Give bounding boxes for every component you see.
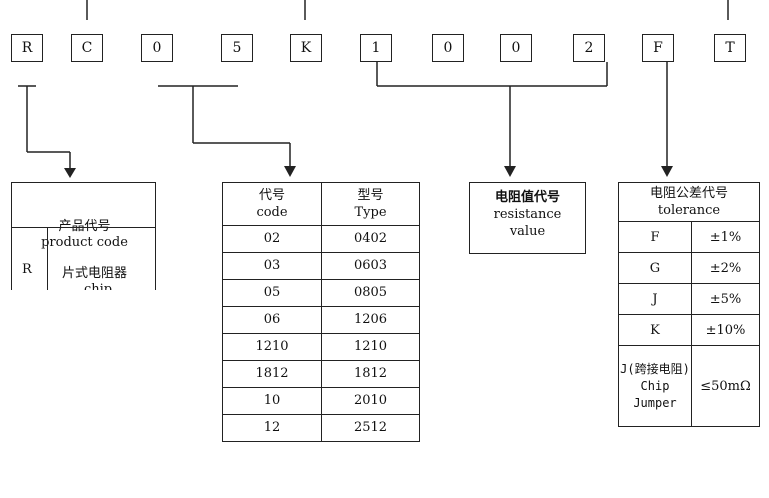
code-box-k: K xyxy=(290,34,322,62)
table-row: K±10% xyxy=(618,314,760,346)
code-box-1: 1 xyxy=(360,34,392,62)
code-box-0: 0 xyxy=(141,34,173,62)
product-code-value: R xyxy=(22,262,32,277)
product-title-en: product code xyxy=(41,235,128,250)
code-box-0c: 0 xyxy=(500,34,532,62)
table-row: F±1% xyxy=(618,221,760,253)
table-row: J(跨接电阻) Chip Jumper ≤50mΩ xyxy=(618,345,760,427)
resistance-line2: value xyxy=(509,224,546,239)
resistance-title-cn: 电阻值代号 xyxy=(494,190,560,205)
product-desc-en: chip xyxy=(84,282,113,290)
code-box-c: C xyxy=(71,34,103,62)
code-box-2: 2 xyxy=(573,34,605,62)
jumper-value: ≤50mΩ xyxy=(691,345,760,427)
table-row: J±5% xyxy=(618,283,760,315)
product-code-table: 产品代号 product code R 片式电阻器 chip xyxy=(11,182,156,290)
code-box-r: R xyxy=(11,34,43,62)
code-box-f: F xyxy=(642,34,674,62)
product-title-cn: 产品代号 xyxy=(58,219,111,234)
resistance-value-box: 电阻值代号 resistance value xyxy=(469,182,586,254)
code-box-t: T xyxy=(714,34,746,62)
jumper-label: J(跨接电阻) Chip Jumper xyxy=(618,345,692,427)
code-box-5: 5 xyxy=(221,34,253,62)
product-desc-cn: 片式电阻器 xyxy=(62,266,128,281)
resistance-line1: resistance xyxy=(493,207,562,222)
code-box-0b: 0 xyxy=(432,34,464,62)
table-row: G±2% xyxy=(618,252,760,284)
